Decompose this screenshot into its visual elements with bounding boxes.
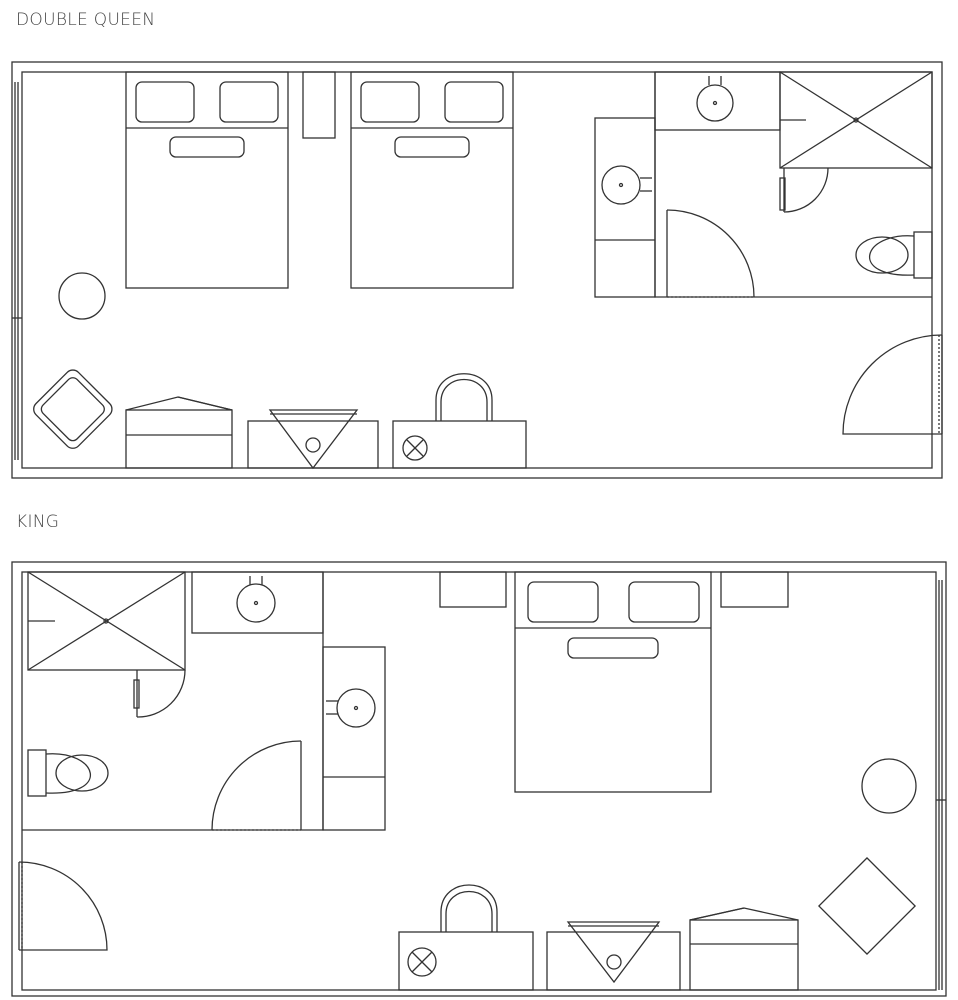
outer-wall bbox=[11, 561, 947, 997]
desk bbox=[392, 373, 527, 469]
outer-wall bbox=[11, 61, 943, 479]
window bbox=[12, 82, 22, 460]
toilet-icon bbox=[855, 231, 933, 279]
dresser bbox=[125, 396, 233, 469]
tv-console bbox=[546, 921, 681, 991]
nightstand bbox=[302, 71, 336, 139]
entry-door[interactable] bbox=[18, 861, 108, 951]
king-plan bbox=[11, 561, 947, 997]
round-table bbox=[58, 272, 106, 320]
toilet-icon bbox=[27, 749, 109, 797]
inner-wall bbox=[21, 71, 933, 469]
double-queen-plan bbox=[11, 61, 943, 479]
window bbox=[936, 580, 946, 990]
round-table bbox=[861, 758, 917, 814]
nightstand bbox=[439, 571, 507, 608]
tv-console bbox=[247, 409, 379, 470]
bathroom bbox=[22, 571, 386, 831]
nightstand bbox=[720, 571, 789, 608]
inner-wall bbox=[21, 571, 937, 991]
plan-title-king: KING bbox=[16, 512, 60, 532]
queen-bed-1 bbox=[125, 71, 289, 289]
king-bed bbox=[514, 571, 712, 793]
armchair bbox=[33, 369, 113, 449]
desk bbox=[398, 884, 534, 991]
dresser bbox=[689, 907, 799, 991]
queen-bed-2 bbox=[350, 71, 514, 289]
bathroom bbox=[594, 71, 933, 298]
plan-title-double-queen: DOUBLE QUEEN bbox=[16, 10, 156, 30]
armchair bbox=[817, 856, 917, 956]
entry-door[interactable] bbox=[842, 334, 943, 435]
